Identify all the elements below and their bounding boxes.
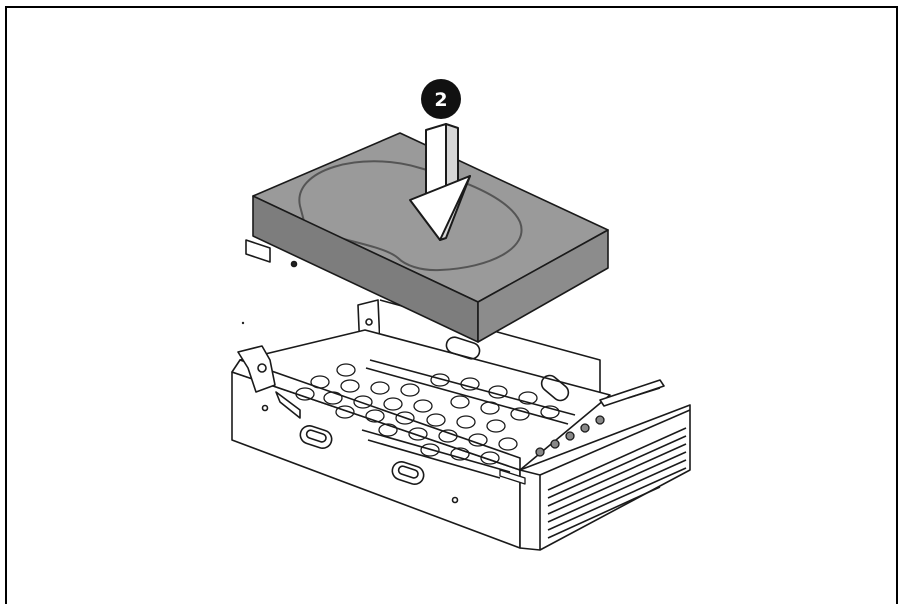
step-badge: 2	[421, 79, 461, 119]
drive-carrier-icon	[231, 299, 691, 551]
arrow-down-icon	[409, 123, 471, 241]
stray-dot	[241, 321, 245, 325]
step-number: 2	[434, 89, 447, 111]
